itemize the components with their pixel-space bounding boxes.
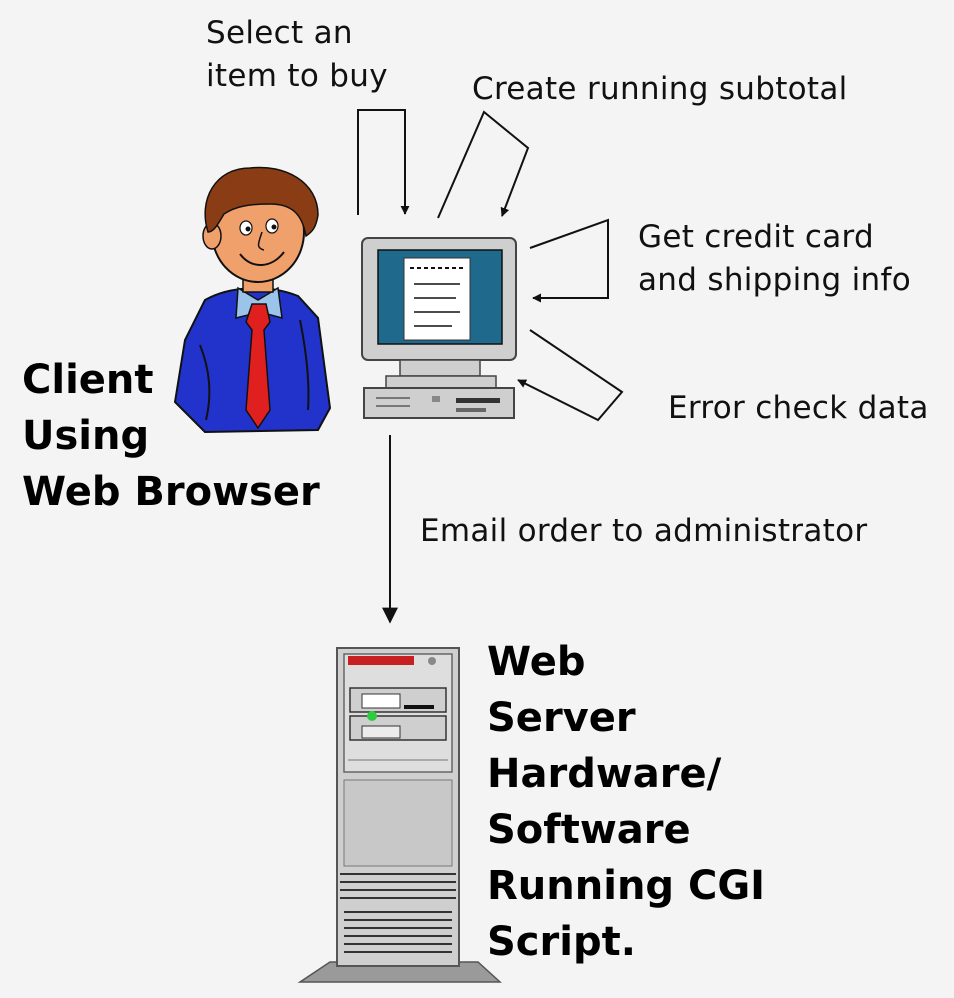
label-email-order: Email order to administrator [420,513,868,549]
tie-shape [245,303,271,430]
arrow-select-item [357,109,410,215]
node-client-label: Client Using Web Browser [22,357,320,515]
label-credit-card: Get credit card and shipping info [638,219,911,298]
shirt-collar [235,286,283,320]
label-error-check: Error check data [668,390,929,426]
hair-shape [204,166,319,238]
label-select-item: Select an item to buy [206,15,388,94]
arrow-credit-card [529,218,609,303]
node-server-label: Web Server Hardware/ Software Running CG… [487,639,766,965]
arrow-error-check [517,329,624,422]
server-tower-icon [297,647,502,983]
label-running-subtotal: Create running subtotal [472,71,848,107]
flow-arrows [357,109,624,624]
arrow-subtotal [437,110,530,219]
client-computer-icon [361,237,517,419]
client-person-icon [173,166,332,434]
